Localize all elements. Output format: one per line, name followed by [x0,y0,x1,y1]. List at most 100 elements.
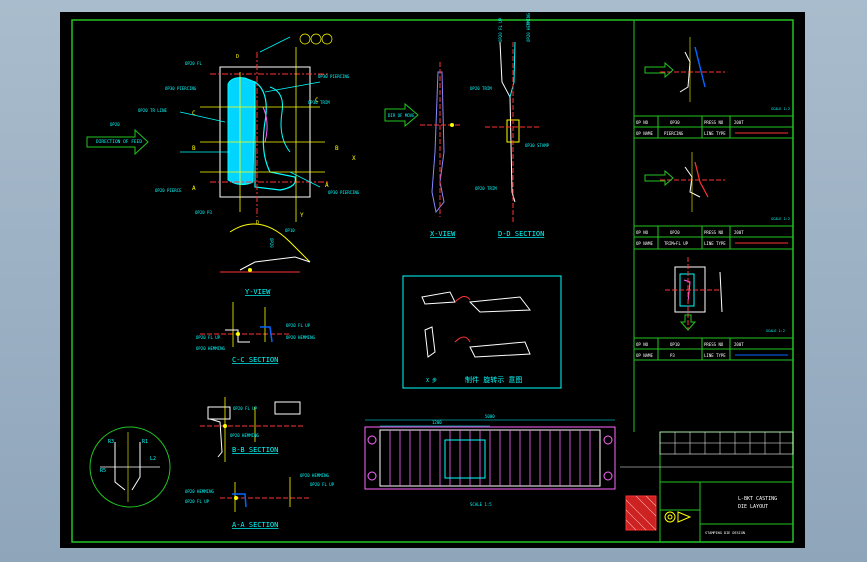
panel-1-scale: SCALE 1:2 [771,107,790,111]
marker-d-bottom: D [256,220,259,226]
panel-1-op-name: PIERCING [664,131,684,136]
strip-pitch-dim: 1200 [432,420,442,425]
label-op20-fl-up-cc: OP20 FL UP [196,335,221,340]
panel-3-op-no-label: OP NO [636,342,649,347]
label-direction-of-feed: DIRECTION OF FEED [96,139,142,145]
c-c-section [200,302,290,347]
marker-b-right: B [335,145,339,152]
title-line-1: L-BKT CASTING [738,496,777,502]
label-op20-tr-line: OP20 TR LINE [138,108,167,113]
marker-y: Y [300,212,304,219]
label-op20-hemming-cc-right: OP20 HEMMING [286,335,315,340]
panel-3-op-no: OP10 [670,342,680,347]
panel-1-op-no-label: OP NO [636,120,649,125]
panel-op20-drawing [644,152,725,212]
label-op20-fl-up-dd: OP20 FL UP [498,17,503,42]
strip-scale: SCALE 1:5 [470,502,492,507]
panel-2-press-label: PRESS NO [704,230,724,235]
panel-3-op-name: P3 [670,353,675,358]
x-view [384,62,460,217]
panel-1-op-no: OP30 [670,120,680,125]
marker-l2: L2 [150,456,156,462]
panel-2-line-label: LINE TYPE [704,241,726,246]
label-op20-hemming-aa-left: OP20 HEMMING [185,489,214,494]
label-op30-piercing-top: OP30 PIERCING [165,86,197,91]
label-op30-stamp: OP30 STAMP [525,143,550,148]
label-op30-piercing-low: OP30 PIERCING [328,190,360,195]
marker-b-left: B [192,145,196,152]
label-op20-trim-dd-low: OP20 TRIM [475,186,497,191]
rotation-diagram-box [402,275,562,389]
label-op10: OP10 [285,228,295,233]
label-op20-fl-up-aa: OP20 FL UP [310,482,335,487]
strip-layout [364,419,616,490]
panel-op10-drawing [665,257,723,331]
section-d-d: D-D SECTION [498,230,544,238]
panel-2-scale: SCALE 1:2 [771,217,790,221]
marker-a-left: A [192,185,196,192]
marker-c-right: C [315,97,319,104]
panel-3-press: 200T [734,342,744,347]
panel-op30-drawing [644,37,725,102]
panel-3-op-name-label: OP NAME [636,353,653,358]
label-op20-fl-up-aa-left: OP20 FL UP [185,499,210,504]
panel-1-table [634,115,793,138]
label-op20-vertical: OP20 [269,238,274,248]
title-block [620,431,794,543]
panel-3-line-label: LINE TYPE [704,353,726,358]
marker-c-left: C [192,110,196,117]
drawing-sheet: D C C B B A A X Y D OP30 PIERCING OP20 F… [60,12,805,548]
d-d-section [485,41,540,222]
label-op20-p3: OP20 P3 [195,210,212,215]
label-dir-of-move: DIR OF MOVE [388,113,415,118]
panel-2-op-no-label: OP NO [636,230,649,235]
section-c-c: C-C SECTION [232,356,278,364]
panel-3-table [634,337,793,360]
label-op20-fl-up-bb: OP20 FL UP [233,406,258,411]
panel-2-press: 200T [734,230,744,235]
label-op20-fl: OP20 FL [185,61,202,66]
panel-2-op-name: TRIM+FL UP [664,241,689,246]
panel-1-press: 200T [734,120,744,125]
marker-a-right: A [325,182,329,189]
section-a-a: A-A SECTION [232,521,278,529]
label-op20-fl-up-cc-right: OP20 FL UP [286,323,311,328]
rotation-box-title: 制件 旋转示 意图 [465,375,522,384]
a-a-section [220,477,310,512]
label-op20-pierce: OP20 PIERCE [155,188,182,193]
strip-length-dim: 5000 [485,414,495,419]
b-b-section [200,397,305,462]
panel-2-op-name-label: OP NAME [636,241,653,246]
drawing-canvas: D C C B B A A X Y D OP30 PIERCING OP20 F… [71,13,794,543]
marker-r1: R1 [142,439,148,445]
section-b-b: B-B SECTION [232,446,278,454]
panel-1-press-label: PRESS NO [704,120,724,125]
panel-2-op-no: OP20 [670,230,680,235]
marker-x: X [352,155,356,162]
label-op20-left: OP20 [110,122,120,127]
panel-2-table [634,225,793,249]
marker-r5: R5 [100,468,106,474]
label-op30-piercing-right: OP30 PIERCING [318,74,350,79]
section-x-view: X-VIEW [430,230,456,238]
section-y-view: Y-VIEW [245,288,271,296]
drawing-frame [71,19,794,543]
y-view [220,256,311,273]
label-op20-trim-dd: OP20 TRIM [470,86,492,91]
panel-3-scale: SCALE 1:2 [766,329,785,333]
panel-1-op-name-label: OP NAME [636,131,653,136]
panel-1-line-label: LINE TYPE [704,131,726,136]
label-op20-hemming-aa: OP20 HEMMING [300,473,329,478]
main-part-view [86,33,333,263]
label-op20-hemming-cc: OP20 HEMMING [196,346,225,351]
marker-d-top: D [236,54,239,60]
marker-r3: R3 [108,439,114,445]
label-op20-hemming-bb: OP20 HEMMING [230,433,259,438]
rotation-box-sub: X 步 [426,378,437,384]
label-op30-trim: OP30 TRIM [308,100,330,105]
title-line-2: DIE LAYOUT [738,504,768,510]
company-name: STAMPING DIE DESIGN [705,531,745,535]
detail-circle [89,426,171,508]
label-op20-hemming-dd: OP20 HEMMING [526,13,531,42]
